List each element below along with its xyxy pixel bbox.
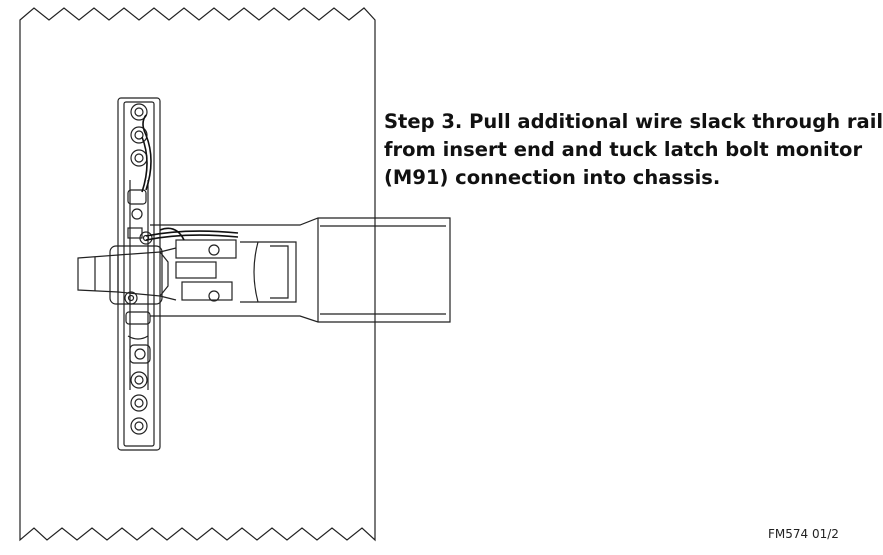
rail-plate: [117, 97, 161, 451]
latch-bolt: [77, 245, 169, 305]
door-panel-outline: [19, 7, 376, 542]
instruction-line-1: Step 3. Pull additional wire slack throu…: [384, 110, 883, 133]
screw-holes-bottom: [130, 371, 148, 435]
installation-diagram: [19, 7, 451, 542]
wire-harness: [141, 114, 239, 241]
instruction-line-2: from insert end and tuck latch bolt moni…: [384, 138, 863, 161]
rail-details: [124, 189, 153, 364]
screw-holes-top: [130, 103, 148, 167]
figure-code: FM574 01/2: [768, 527, 839, 541]
step-instruction: Step 3. Pull additional wire slack throu…: [384, 108, 883, 192]
chassis: [150, 217, 451, 323]
instruction-line-3: (M91) connection into chassis.: [384, 166, 721, 189]
